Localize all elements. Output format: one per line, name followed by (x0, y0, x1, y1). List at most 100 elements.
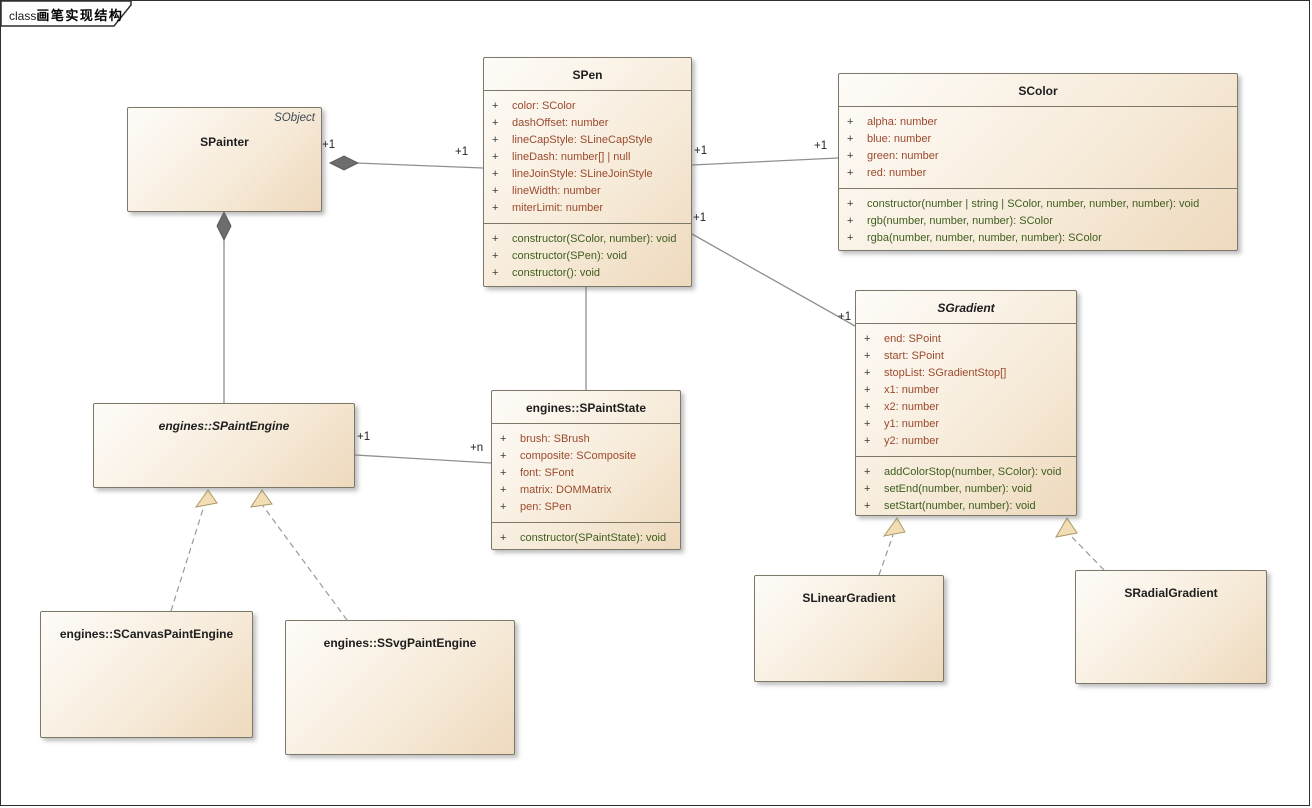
class-name-spaintstate: engines::SPaintState (525, 401, 647, 415)
attribute-text: lineWidth: number (512, 185, 601, 197)
method-row: +constructor(SPen): void (484, 248, 691, 265)
attribute-row: +lineDash: number[] | null (484, 149, 691, 166)
attribute-row: +stopList: SGradientStop[] (856, 365, 1076, 382)
attributes-compartment-spaintstate: +brush: SBrush+composite: SComposite+fon… (492, 423, 680, 522)
methods-compartment-spaintstate: +constructor(SPaintState): void (492, 522, 680, 553)
connector-ssvgpaintengine-spaintengine (249, 489, 348, 621)
attribute-text: miterLimit: number (512, 202, 604, 214)
method-signature: constructor(SPaintState): void (520, 532, 667, 544)
method-row: +constructor(SColor, number): void (484, 231, 691, 248)
class-box-spainter[interactable]: SObject SPainter (127, 107, 322, 212)
attribute-row: +x1: number (856, 382, 1076, 399)
attribute-text: red: number (867, 167, 927, 179)
attribute-row: +blue: number (839, 131, 1237, 148)
attribute-text: end: SPoint (884, 333, 941, 345)
class-box-spaintengine[interactable]: engines::SPaintEngine (93, 403, 355, 488)
class-header-sradialgradient: SRadialGradient (1076, 571, 1266, 608)
class-header-spaintstate: engines::SPaintState (492, 391, 680, 423)
attribute-row: + lineWidth: number (484, 183, 691, 200)
diagram-type-label: class (9, 9, 37, 23)
class-box-sradialgradient[interactable]: SRadialGradient (1075, 570, 1267, 684)
connector-spen-scolor (691, 157, 839, 166)
visibility-symbol: + (864, 500, 871, 512)
visibility-symbol: + (492, 100, 499, 112)
attribute-text: y1: number (884, 418, 940, 430)
attribute-row: +y1: number (856, 416, 1076, 433)
attribute-text: y2: number (884, 435, 940, 447)
visibility-symbol: + (864, 367, 871, 379)
multiplicity-spaintengine-spaintstate-source: +1 (357, 431, 371, 443)
method-signature: setEnd(number, number): void (884, 483, 1032, 495)
connector-spaintengine-spaintstate (354, 454, 492, 464)
attribute-row: +brush: SBrush (492, 431, 680, 448)
class-name-slineargradient: SLinearGradient (802, 591, 896, 605)
attribute-text: green: number (867, 150, 939, 162)
class-box-scolor[interactable]: SColor +alpha: number+blue: number+green… (838, 73, 1238, 251)
attribute-row: + green: number (839, 148, 1237, 165)
method-row: +setEnd(number, number): void (856, 481, 1076, 498)
attribute-text: lineCapStyle: SLineCapStyle (512, 134, 653, 146)
class-header-ssvgpaintengine: engines::SSvgPaintEngine (286, 621, 514, 658)
attribute-text: x1: number (884, 384, 940, 396)
connector-spainter-spen (328, 155, 484, 171)
multiplicity-spen-sgradient-target: +1 (838, 311, 852, 323)
diagram-title: class画笔实现结构 (9, 5, 123, 25)
visibility-symbol: + (847, 116, 854, 128)
connector-spen-sgradient (691, 233, 856, 327)
attribute-row: + miterLimit: number (484, 200, 691, 217)
attribute-text: dashOffset: number (512, 117, 609, 129)
attributes-compartment-spen: +color: SColor+dashOffset: number+lineCa… (484, 90, 691, 223)
attribute-text: lineJoinStyle: SLineJoinStyle (512, 168, 653, 180)
class-header-scanvaspaintengine: engines::SCanvasPaintEngine (41, 612, 252, 649)
attribute-row: +color: SColor (484, 98, 691, 115)
class-box-spaintstate[interactable]: engines::SPaintState +brush: SBrush+comp… (491, 390, 681, 550)
visibility-symbol: + (864, 466, 871, 478)
attribute-row: + dashOffset: number (484, 115, 691, 132)
class-header-slineargradient: SLinearGradient (755, 576, 943, 613)
class-box-ssvgpaintengine[interactable]: engines::SSvgPaintEngine (285, 620, 515, 755)
method-signature: setStart(number, number): void (884, 500, 1036, 512)
visibility-symbol: + (492, 134, 499, 146)
diagram-name-label: 画笔实现结构 (36, 8, 124, 23)
method-row: +rgba(number, number, number, number): S… (839, 230, 1237, 247)
attribute-row: +end: SPoint (856, 331, 1076, 348)
class-name-sradialgradient: SRadialGradient (1124, 586, 1218, 600)
class-box-spen[interactable]: SPen +color: SColor+dashOffset: number+l… (483, 57, 692, 287)
multiplicity-spen-sgradient-source: +1 (693, 212, 707, 224)
method-row: +rgb(number, number, number): SColor (839, 213, 1237, 230)
class-name-spaintengine: engines::SPaintEngine (158, 419, 290, 433)
visibility-symbol: + (492, 117, 499, 129)
attribute-row: +y2: number (856, 433, 1076, 450)
method-row: + setStart(number, number): void (856, 498, 1076, 515)
attribute-row: +matrix: DOMMatrix (492, 482, 680, 499)
attributes-compartment-sgradient: +end: SPoint+start: SPoint+stopList: SGr… (856, 323, 1076, 456)
attribute-text: composite: SComposite (520, 450, 637, 462)
class-box-slineargradient[interactable]: SLinearGradient (754, 575, 944, 682)
visibility-symbol: + (492, 185, 499, 197)
attribute-text: blue: number (867, 133, 932, 145)
frame-tab-shape (0, 0, 132, 27)
class-header-scolor: SColor (839, 74, 1237, 106)
visibility-symbol: + (847, 167, 854, 179)
visibility-symbol: + (847, 150, 854, 162)
method-signature: rgb(number, number, number): SColor (867, 215, 1053, 227)
visibility-symbol: + (492, 267, 499, 279)
methods-compartment-sgradient: +addColorStop(number, SColor): void+setE… (856, 456, 1076, 521)
method-row: + constructor(): void (484, 265, 691, 282)
visibility-symbol: + (847, 198, 854, 210)
attribute-text: brush: SBrush (520, 433, 590, 445)
class-header-spaintengine: engines::SPaintEngine (94, 404, 354, 441)
attribute-text: matrix: DOMMatrix (520, 484, 612, 496)
class-box-scanvaspaintengine[interactable]: engines::SCanvasPaintEngine (40, 611, 253, 738)
method-row: +constructor(number | string | SColor, n… (839, 196, 1237, 213)
class-box-sgradient[interactable]: SGradient +end: SPoint+start: SPoint+sto… (855, 290, 1077, 516)
attribute-row: +x2: number (856, 399, 1076, 416)
method-signature: constructor(SColor, number): void (512, 233, 677, 245)
methods-compartment-scolor: +constructor(number | string | SColor, n… (839, 188, 1237, 253)
method-signature: rgba(number, number, number, number): SC… (867, 232, 1102, 244)
class-name-ssvgpaintengine: engines::SSvgPaintEngine (323, 636, 477, 650)
class-header-sgradient: SGradient (856, 291, 1076, 323)
visibility-symbol: + (492, 202, 499, 214)
method-signature: constructor(): void (512, 267, 601, 279)
